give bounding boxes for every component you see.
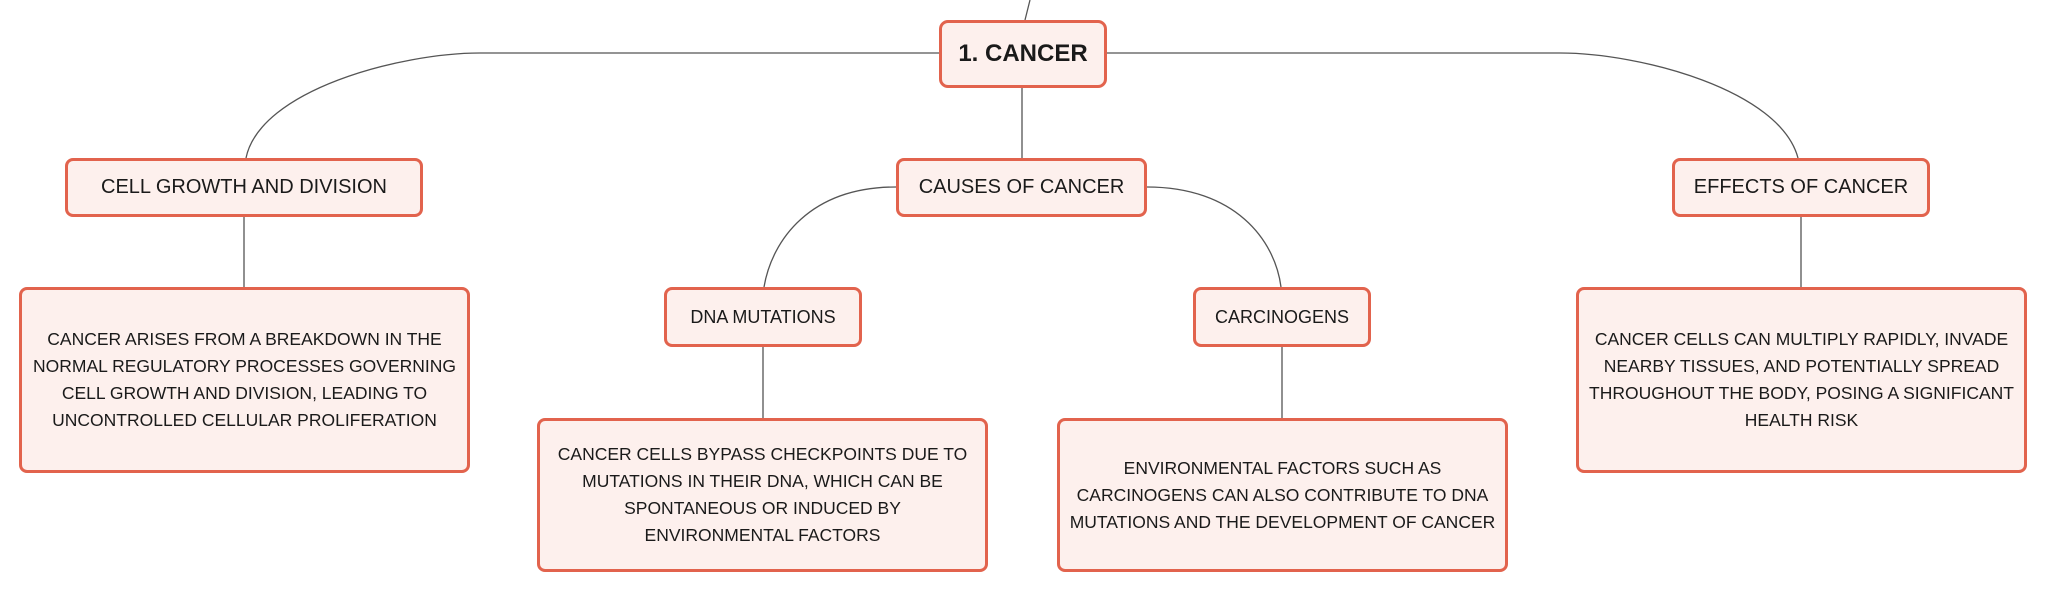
topic-node-causes-of-cancer[interactable]: CAUSES OF CANCER [896,158,1147,217]
detail-node-carcinogens[interactable]: ENVIRONMENTAL FACTORS SUCH AS CARCINOGEN… [1057,418,1508,572]
subtopic-node-dna-mutations[interactable]: DNA MUTATIONS [664,287,862,347]
detail-node-effects[interactable]: CANCER CELLS CAN MULTIPLY RAPIDLY, INVAD… [1576,287,2027,473]
subtopic-node-carcinogens[interactable]: CARCINOGENS [1193,287,1371,347]
root-node-cancer[interactable]: 1. CANCER [939,20,1107,88]
detail-node-dna-mutations[interactable]: CANCER CELLS BYPASS CHECKPOINTS DUE TO M… [537,418,988,572]
connector-root-parent [1024,0,1031,21]
topic-node-effects-of-cancer[interactable]: EFFECTS OF CANCER [1672,158,1930,217]
detail-node-cell-growth[interactable]: CANCER ARISES FROM A BREAKDOWN IN THE NO… [19,287,470,473]
connector-root-to-effects [1107,52,1799,159]
topic-node-cell-growth-and-division[interactable]: CELL GROWTH AND DIVISION [65,158,423,217]
connector-causes-to-mutations [763,186,897,288]
connector-causes-to-carcinogens [1146,186,1282,288]
connector-root-to-growth [245,52,941,159]
